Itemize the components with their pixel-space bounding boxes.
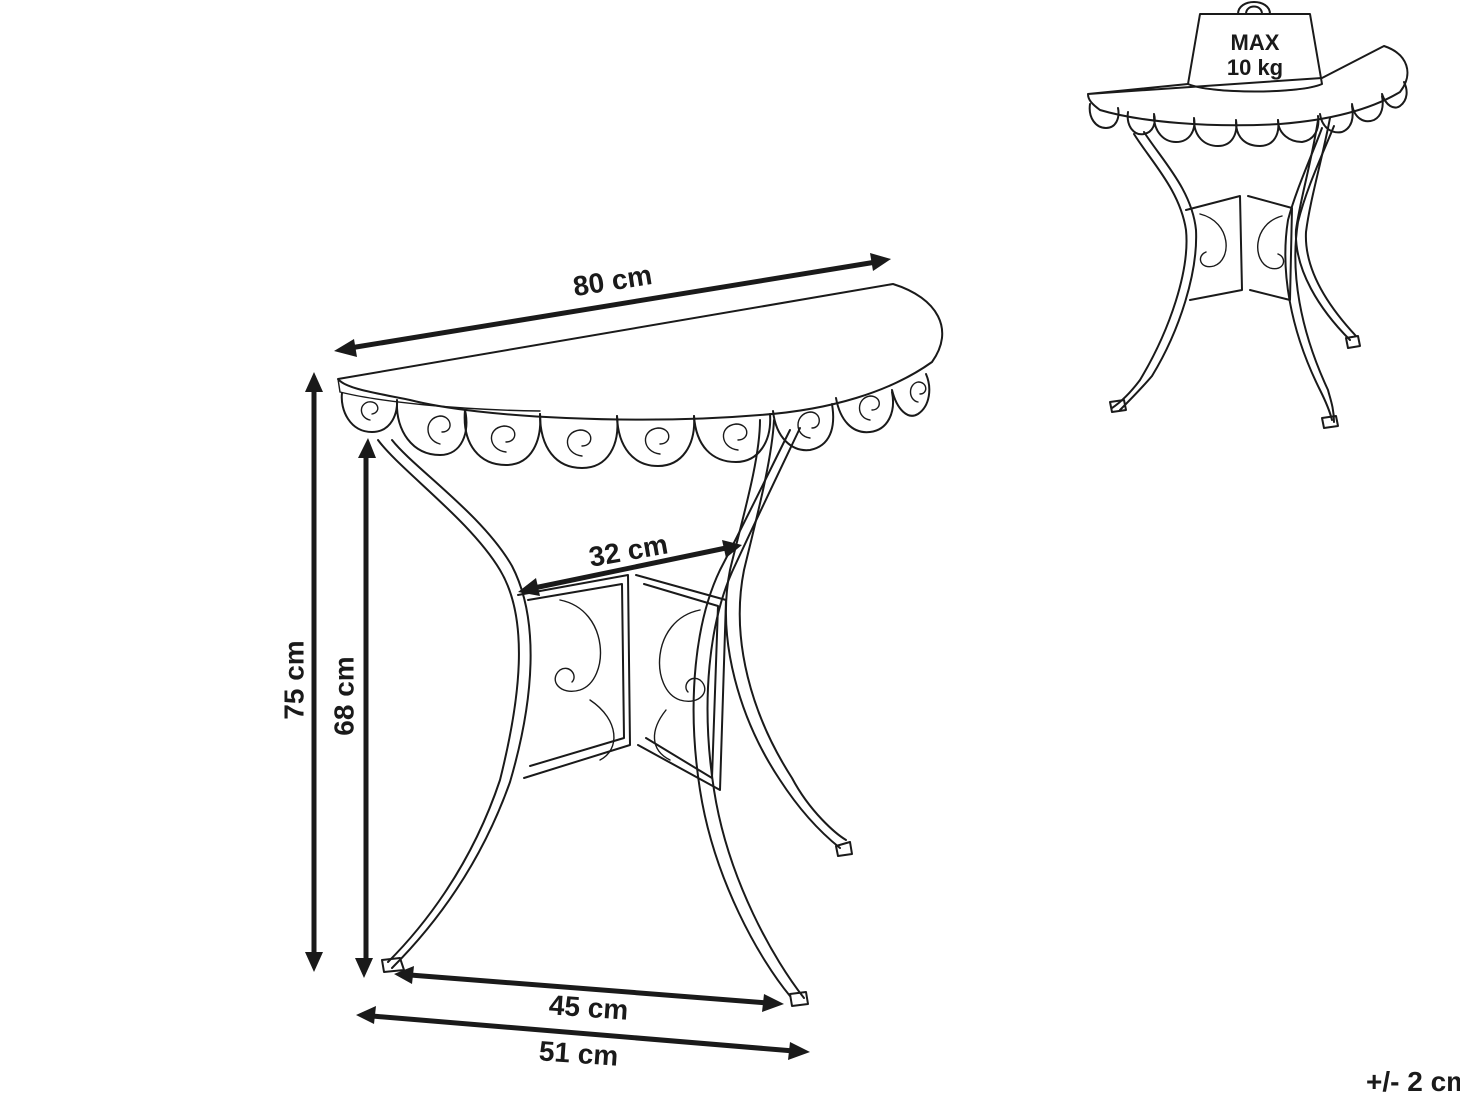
inner-width-arrow xyxy=(518,540,742,596)
height-total-label: 75 cm xyxy=(278,640,309,719)
inner-width-label: 32 cm xyxy=(587,528,671,572)
leg-span-label: 45 cm xyxy=(548,989,629,1025)
weight-value-label: 10 kg xyxy=(1227,55,1283,80)
base-depth-arrow xyxy=(356,1006,810,1060)
height-frame-arrow xyxy=(355,438,376,978)
base-depth-label: 51 cm xyxy=(538,1035,619,1071)
height-frame-label: 68 cm xyxy=(328,656,359,735)
width-label: 80 cm xyxy=(571,259,654,302)
height-total-arrow xyxy=(305,372,323,972)
dimension-arrows xyxy=(305,253,891,1060)
tolerance-note: +/- 2 cm xyxy=(1366,1066,1460,1095)
small-table-drawing: MAX 10 kg xyxy=(1087,1,1409,429)
main-table-drawing xyxy=(337,283,944,1007)
small-table-top xyxy=(1087,45,1409,127)
scroll-apron xyxy=(340,373,931,469)
table-top xyxy=(337,283,944,421)
leg-span-arrow xyxy=(394,966,784,1012)
weight-max-label: MAX xyxy=(1231,30,1280,55)
width-arrow xyxy=(334,253,891,357)
lower-panel xyxy=(517,574,727,791)
table-legs xyxy=(377,419,853,1007)
